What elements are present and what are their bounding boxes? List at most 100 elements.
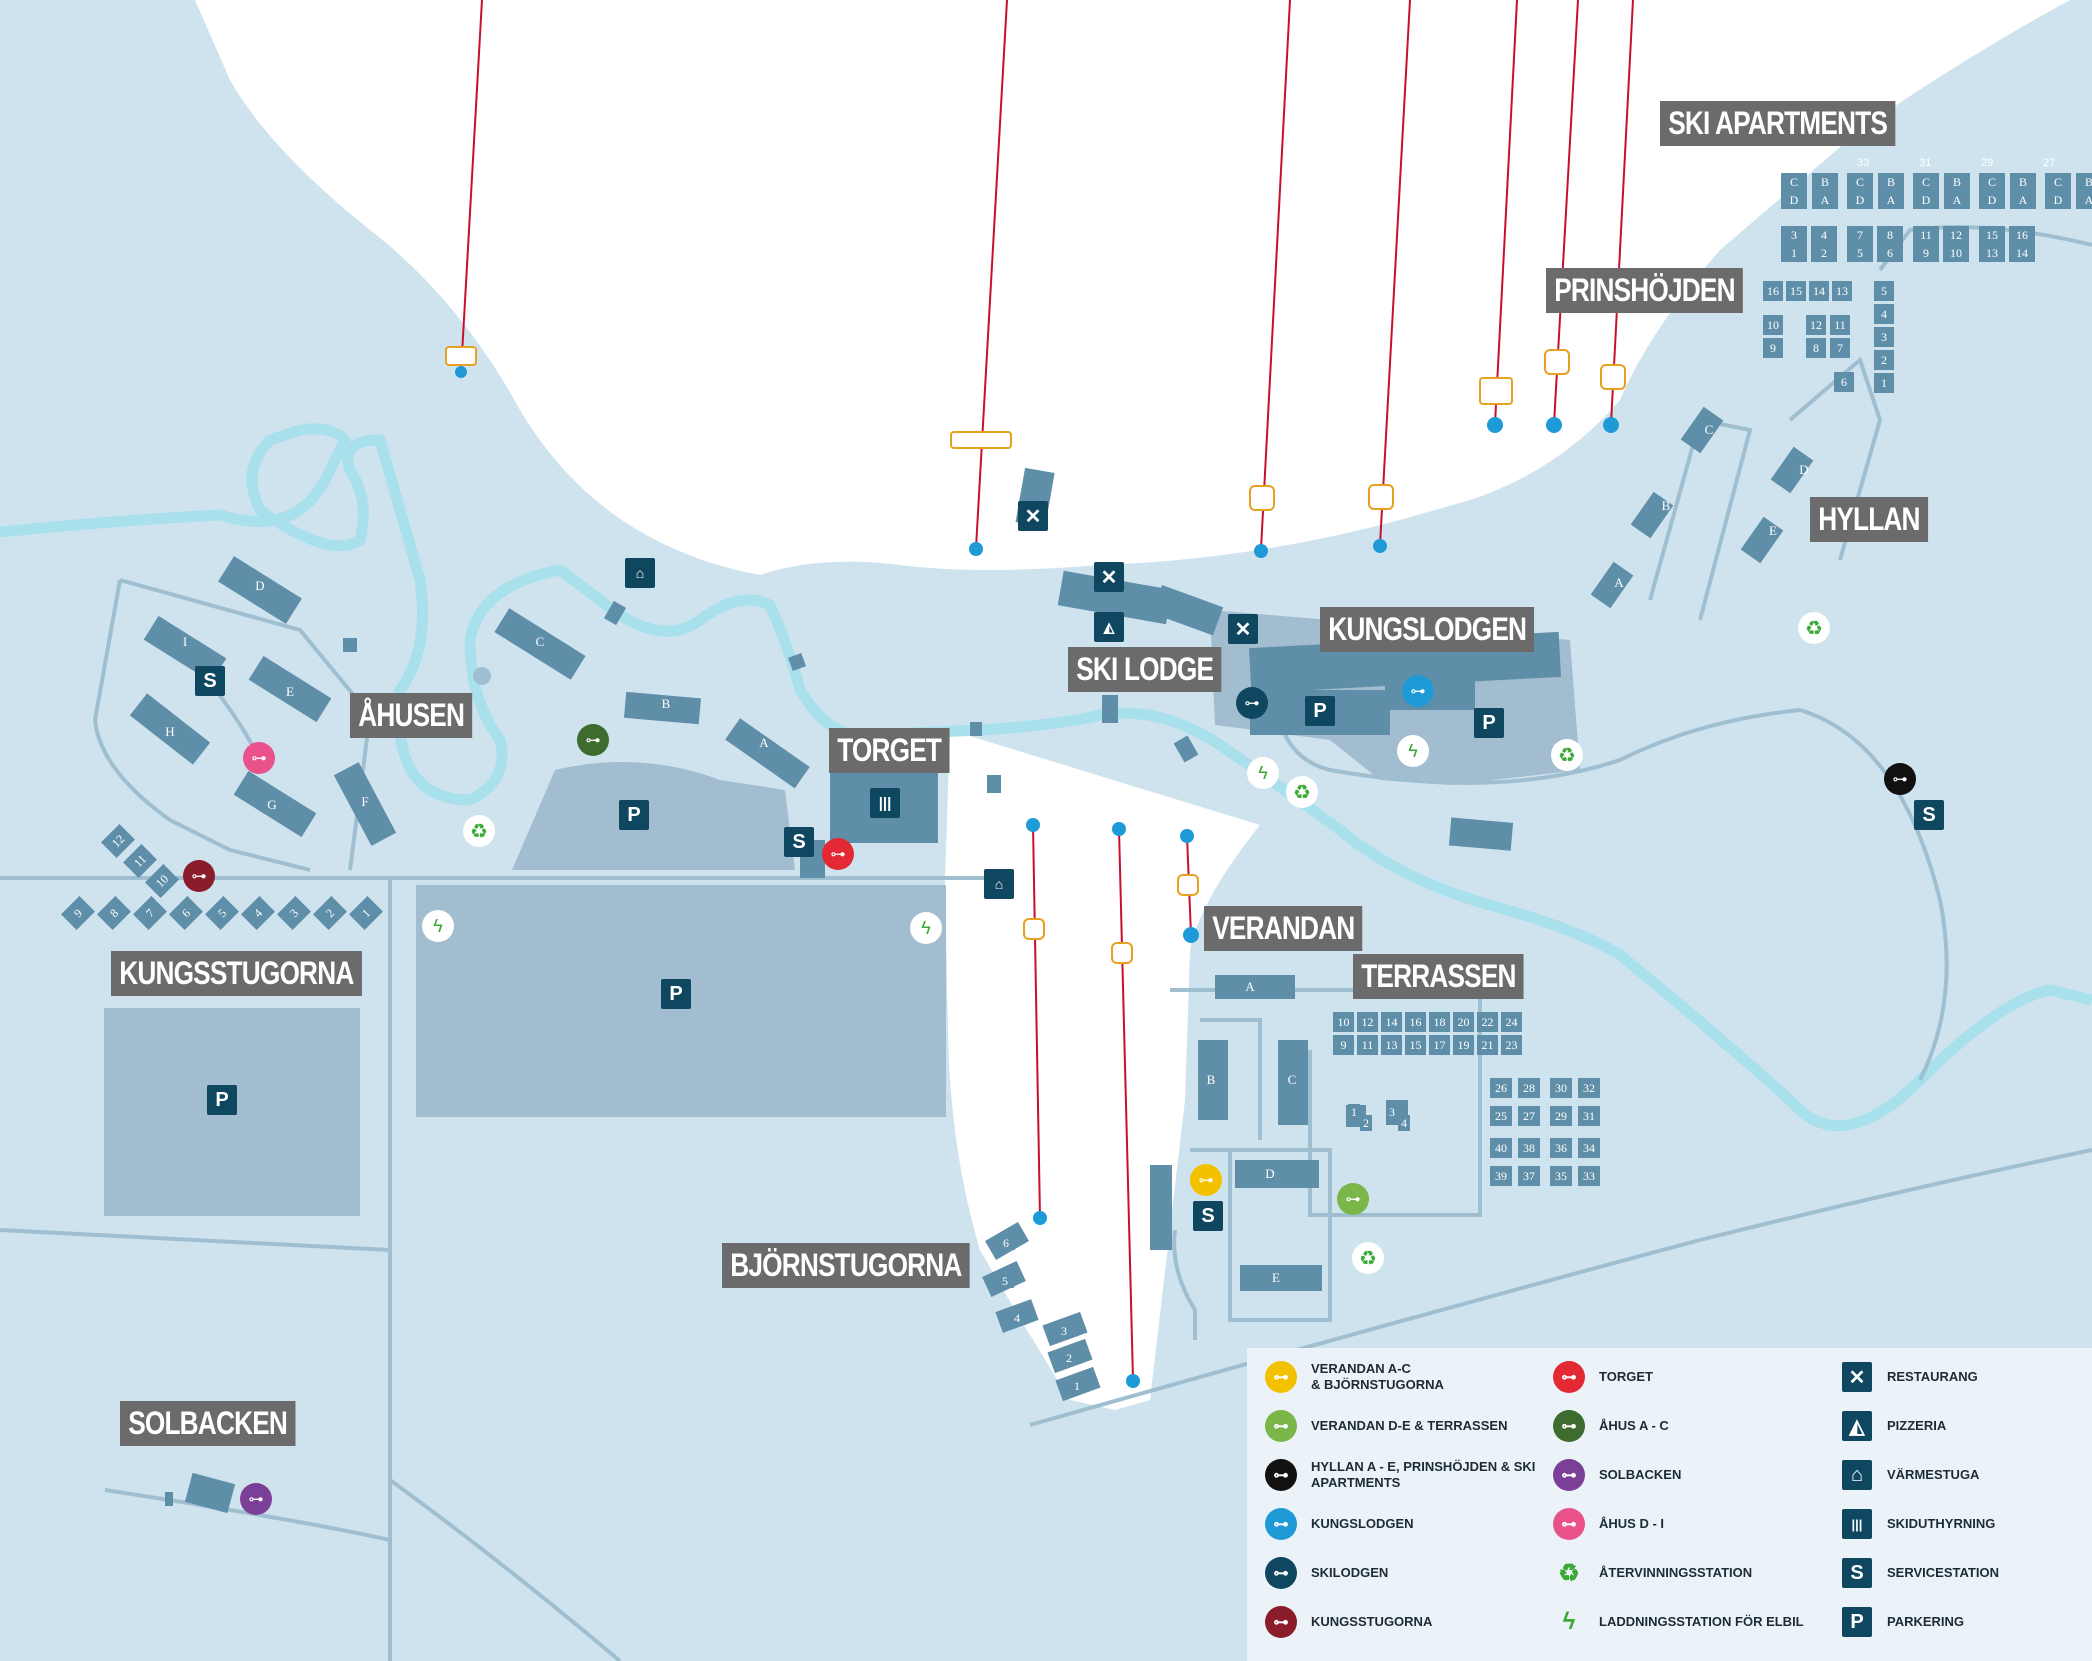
apartment-block-number: 27 [2043,157,2056,169]
terrassen-unit: 28 [1518,1078,1540,1098]
apartment-unit: 14 [2009,244,2035,262]
building-letter: E [1769,523,1777,538]
apartment-unit: 11 [1913,226,1939,244]
warming-hut-icon[interactable]: ⌂ [984,869,1014,899]
apartment-unit: 14 [1809,281,1829,301]
restaurant-icon: ✕ [1840,1360,1874,1394]
service-station-icon[interactable]: S [195,666,225,696]
pizza-icon[interactable]: ◭ [1094,612,1124,642]
area-label-ahusen: ÅHUSEN [350,693,473,738]
key-icon-kungsstugorna[interactable]: ⊶ [183,860,215,892]
terrassen-unit: 25 [1490,1106,1512,1126]
service-station-icon[interactable]: S [1193,1201,1223,1231]
legend-label: ÅHUS D - I [1599,1516,1664,1531]
restaurant-icon[interactable]: ✕ [1018,501,1048,531]
legend-label: VERANDAN D-E & TERRASSEN [1311,1418,1508,1433]
river [0,423,2092,1132]
terrassen-unit: 40 [1490,1138,1512,1158]
terrassen-unit: 12 [1357,1012,1378,1032]
area-label-torget: TORGET [829,728,950,773]
terrassen-unit: 38 [1518,1138,1540,1158]
apartment-unit: 5 [1847,244,1873,262]
warming-hut-icon: ⌂ [1840,1458,1874,1492]
recycle-icon[interactable]: ♻ [1551,739,1583,771]
recycle-icon[interactable]: ♻ [1286,776,1318,808]
key-icon-verandan-a-c[interactable]: ⊶ [1190,1164,1222,1196]
ski-rental-icon[interactable]: ||| [870,788,900,818]
ev-charging-icon[interactable]: ϟ [1247,757,1279,789]
key-icon-ahus-a-c[interactable]: ⊶ [577,724,609,756]
key-icon-verandan-d-e[interactable]: ⊶ [1337,1183,1369,1215]
apartment-unit: D [1781,191,1807,209]
key-icon: ⊶ [1264,1605,1298,1639]
building-letter: A [1245,979,1255,994]
service-station-icon[interactable]: S [1914,800,1944,830]
restaurant-icon[interactable]: ✕ [1228,614,1258,644]
apartment-unit: D [1979,191,2005,209]
legend-item: ⊶ÅHUS A - C [1552,1409,1669,1443]
ev-charging-icon: ϟ [1562,1608,1576,1635]
cabin-number: 2 [1060,1351,1078,1365]
lift-stations [455,366,1619,1388]
building-letter: E [1272,1270,1280,1285]
legend-item: ||| SKIDUTHYRNING [1840,1507,1995,1541]
terrassen-unit: 21 [1477,1035,1498,1055]
terrassen-unit: 35 [1550,1166,1572,1186]
terrassen-unit: 16 [1405,1012,1426,1032]
key-icon: ⊶ [1264,1360,1298,1394]
buildings [129,406,1814,1514]
recycle-icon[interactable]: ♻ [1798,612,1830,644]
key-icon-skilodgen[interactable]: ⊶ [1236,687,1268,719]
apartment-unit: B [1944,173,1970,191]
key-icon-torget[interactable]: ⊶ [822,838,854,870]
terrassen-unit: 20 [1453,1012,1474,1032]
cabin-number: 3 [1055,1324,1073,1338]
parking-icon[interactable]: P [1474,708,1504,738]
warming-hut-icon[interactable]: ⌂ [625,558,655,588]
apartment-unit: B [2076,173,2092,191]
key-icon-kungslodgen[interactable]: ⊶ [1402,675,1434,707]
ev-charging-icon[interactable]: ϟ [422,910,454,942]
apartment-unit: 13 [1832,281,1852,301]
cabin-number: 5 [996,1274,1014,1288]
terrassen-unit: 23 [1501,1035,1522,1055]
building-letter: I [182,634,188,649]
parking-icon[interactable]: P [619,800,649,830]
restaurant-icon[interactable]: ✕ [1094,562,1124,592]
terrassen-unit: 22 [1477,1012,1498,1032]
terrassen-unit: 2 [1360,1115,1372,1131]
terrassen-unit: 14 [1381,1012,1402,1032]
terrassen-unit: 3 [1386,1104,1398,1120]
ev-charging-icon[interactable]: ϟ [910,912,942,944]
legend-label: KUNGSLODGEN [1311,1516,1414,1531]
lift-markers [445,346,1626,964]
recycle-icon[interactable]: ♻ [463,815,495,847]
terrassen-unit: 24 [1501,1012,1522,1032]
recycle-icon[interactable]: ♻ [1352,1242,1384,1274]
key-icon-ahus-d-i[interactable]: ⊶ [243,742,275,774]
legend-item: ⊶VERANDAN D-E & TERRASSEN [1264,1409,1507,1443]
apartment-unit: 16 [1763,281,1783,301]
key-icon-hyllan[interactable]: ⊶ [1884,763,1916,795]
ev-charging-icon[interactable]: ϟ [1397,735,1429,767]
apartment-unit: 2 [1811,244,1837,262]
parking-icon[interactable]: P [207,1085,237,1115]
terrassen-unit: 32 [1578,1078,1600,1098]
apartment-block-number: 35 [1795,157,1808,169]
legend-label: SERVICESTATION [1887,1565,1999,1580]
apartment-unit: 3 [1874,327,1894,347]
service-station-icon: S [1840,1556,1874,1590]
legend-item: ♻ÅTERVINNINGSSTATION [1552,1556,1752,1590]
ski-rental-icon: ||| [1840,1507,1874,1541]
service-station-icon[interactable]: S [784,827,814,857]
apartment-unit: C [2045,173,2071,191]
legend-label: SKIDUTHYRNING [1887,1516,1996,1531]
key-icon: ⊶ [1552,1458,1586,1492]
key-icon-solbacken[interactable]: ⊶ [240,1483,272,1515]
building-letter: D [255,578,265,593]
area-label-hyllan: HYLLAN [1810,497,1928,542]
parking-icon[interactable]: P [661,979,691,1009]
parking-icon[interactable]: P [1305,696,1335,726]
